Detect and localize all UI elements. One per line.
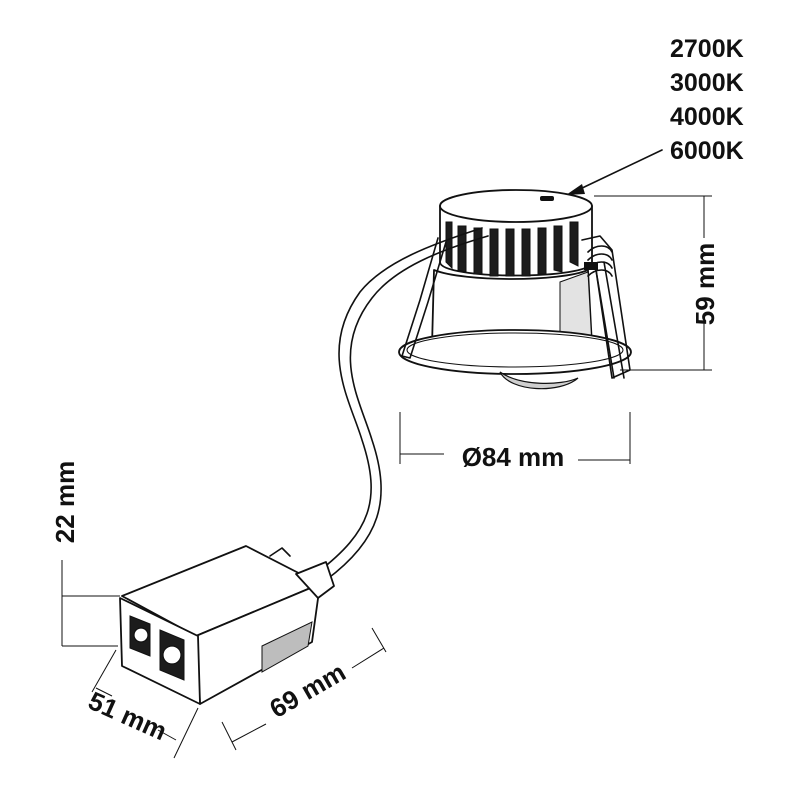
height-label: 59 mm — [690, 243, 720, 325]
cct-3000: 3000K — [670, 69, 744, 97]
spring-clip — [581, 235, 631, 379]
cct-4000: 4000K — [670, 103, 744, 131]
cct-6000: 6000K — [670, 137, 744, 165]
junction-box — [119, 545, 335, 705]
cct-2700: 2700K — [670, 35, 744, 63]
cct-switch-leader-arrow — [566, 149, 663, 195]
diameter-dimension: Ø84 mm — [399, 412, 631, 472]
power-cable — [317, 227, 489, 581]
color-temperature-list: 2700K 3000K 4000K 6000K — [670, 35, 744, 165]
heat-sink-fins — [445, 221, 579, 277]
downlight-fitting — [398, 189, 632, 390]
box-height-label: 22 mm — [50, 461, 80, 543]
diameter-label: Ø84 mm — [462, 442, 565, 472]
box-height-dimension: 22 mm — [50, 461, 120, 647]
cct-switch — [540, 196, 554, 201]
box-width-label: 51 mm — [84, 685, 171, 746]
terminal-openings — [129, 615, 185, 681]
height-dimension: 59 mm — [594, 195, 720, 371]
box-length-label: 69 mm — [264, 657, 350, 724]
